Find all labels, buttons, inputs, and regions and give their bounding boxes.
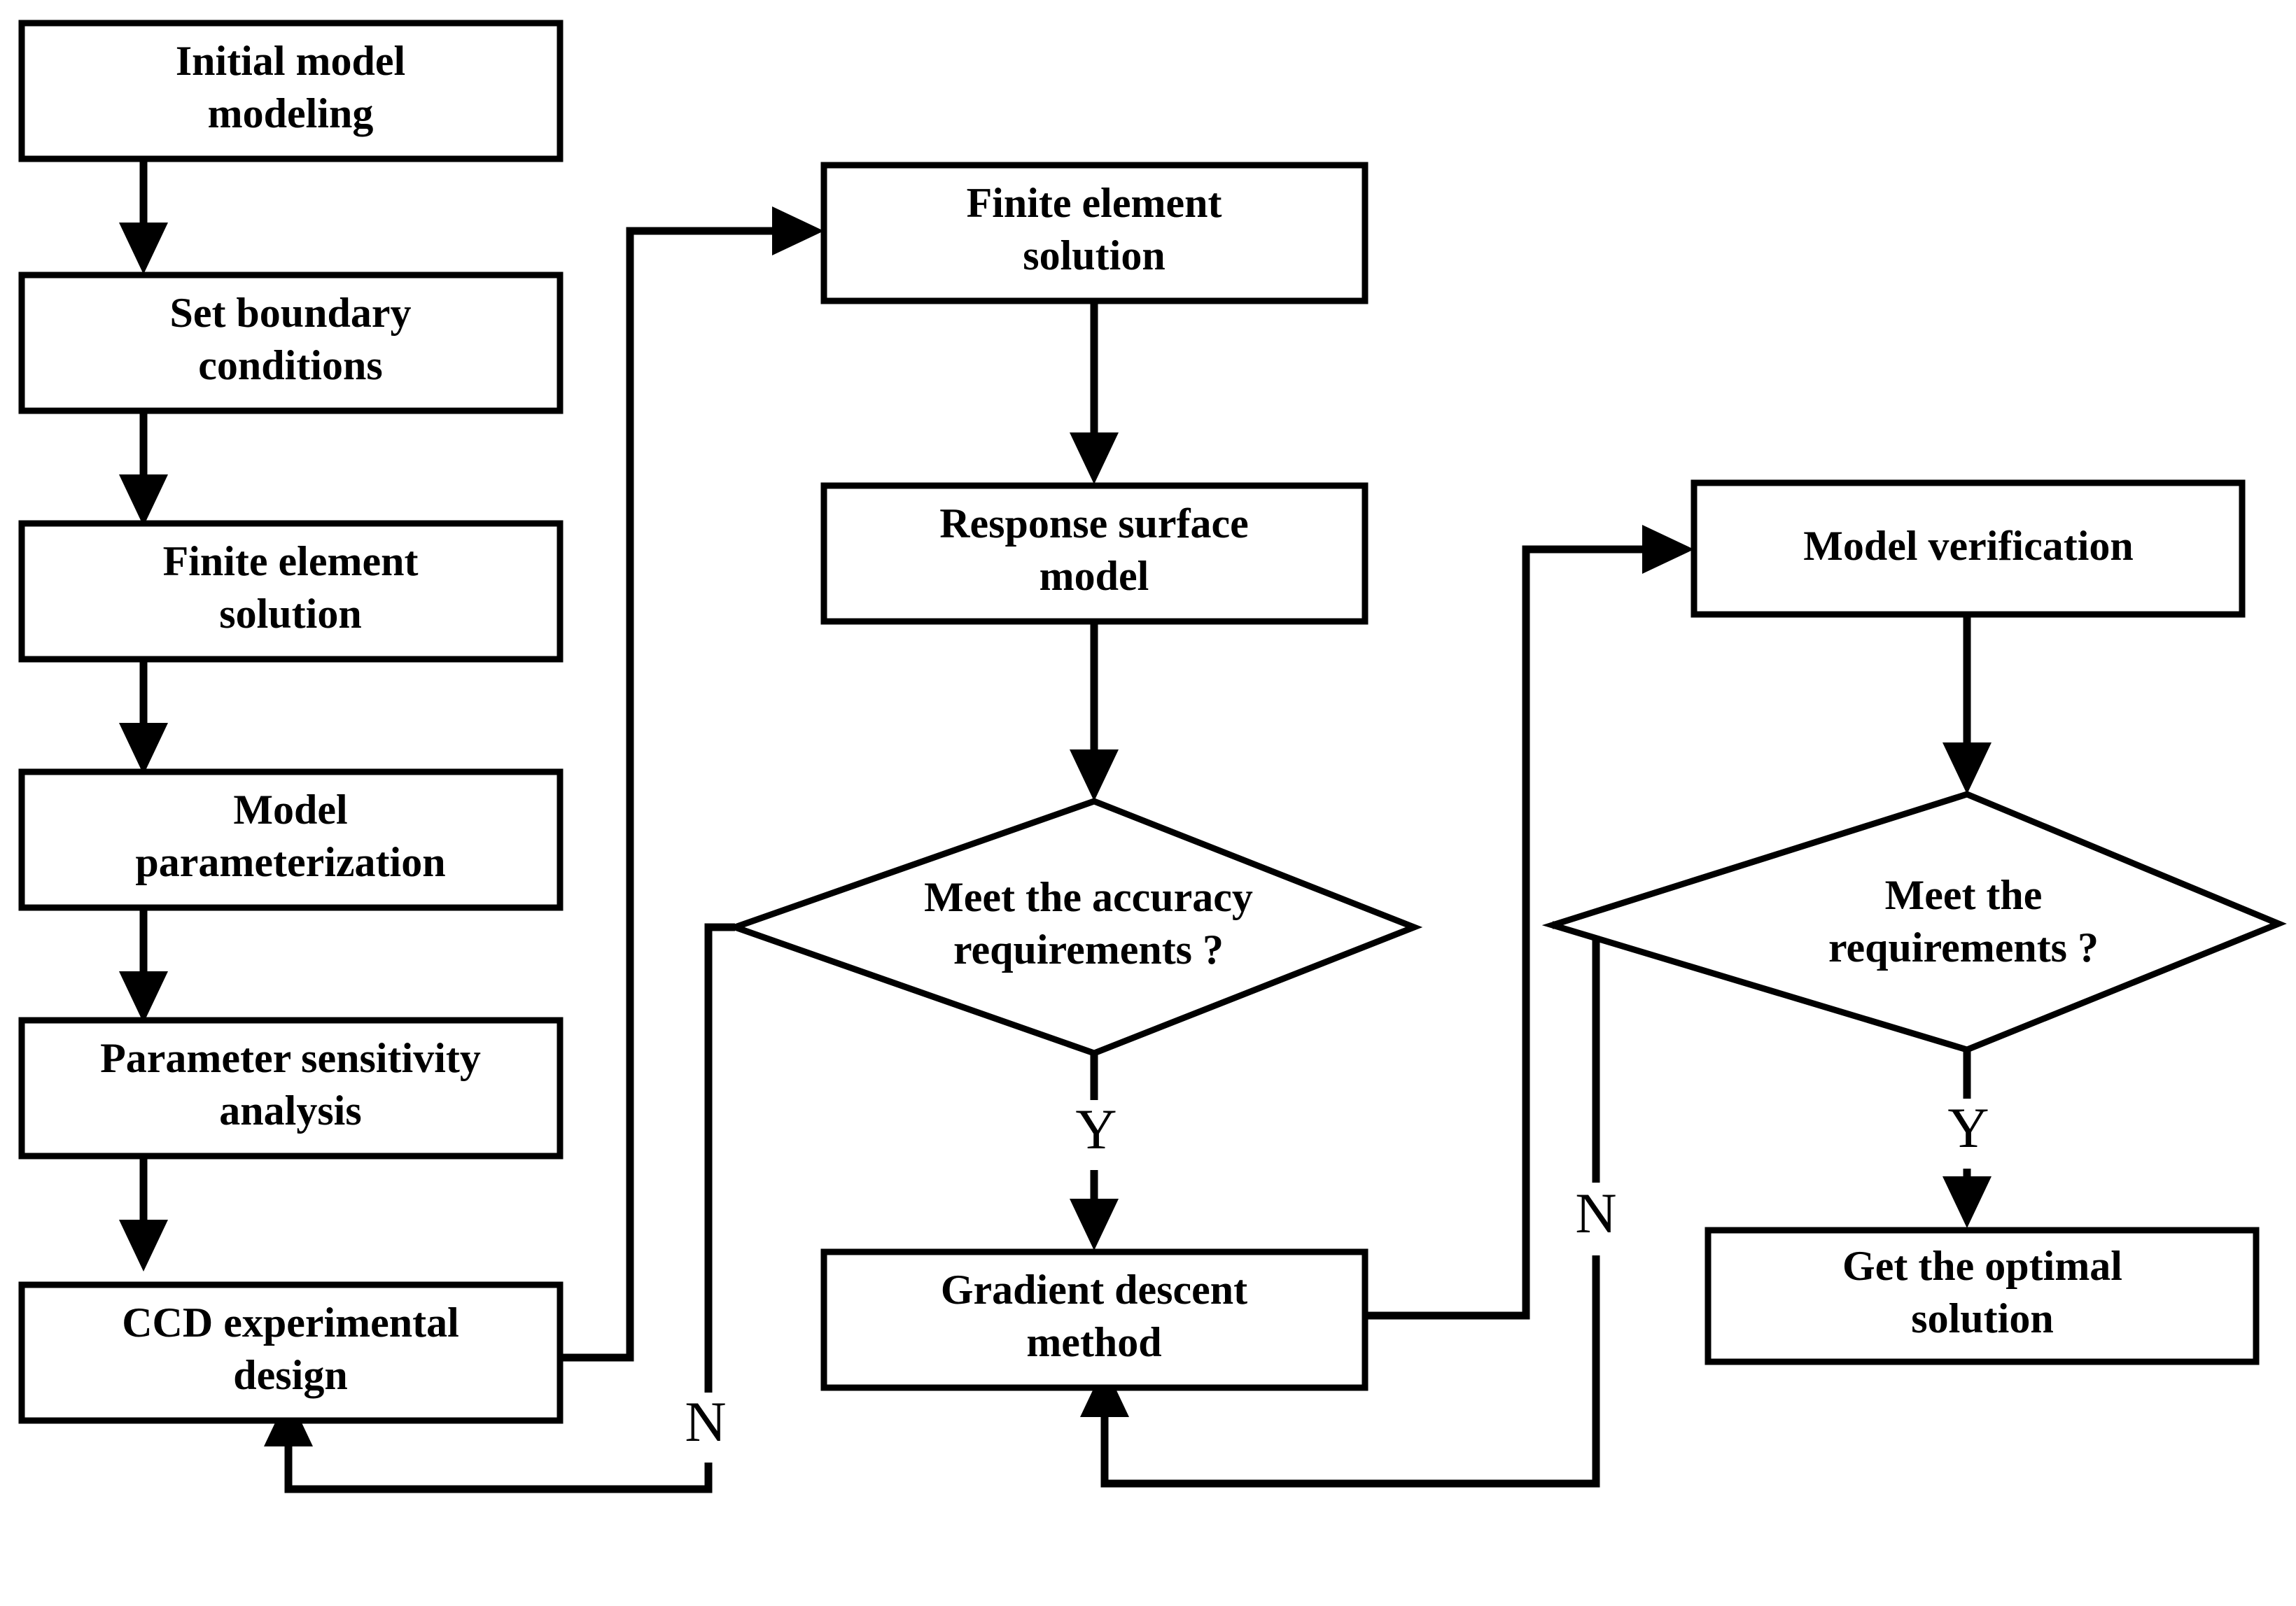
branch-label-requirements-no: N [1575,1181,1616,1245]
node-model-verification[interactable]: Model verification [1690,479,2246,618]
edge-initial-to-boundary [119,159,168,274]
node-label-line: model [1040,553,1149,599]
node-label-line: Model verification [1803,523,2134,569]
node-label-line: Meet the [1885,872,2043,918]
node-label-line: requirements ? [1828,924,2099,971]
node-label-line: Parameter sensitivity [100,1035,481,1081]
node-response-surface-model[interactable]: Response surface model [820,482,1368,625]
label-mask-requirements-yes [1936,1099,2001,1169]
node-meet-the-requirements[interactable]: Meet the requirements ? [1541,791,2287,1053]
branch-label-accuracy-no: N [685,1390,726,1453]
edge-fe-to-param [119,659,168,775]
edge-rsm-to-accuracy [1070,621,1119,801]
edge-sensitivity-to-ccd [119,1156,168,1272]
node-ccd-experimental-design[interactable]: CCD experimental design [18,1281,564,1424]
node-initial-model-modeling[interactable]: Initial model modeling [18,20,564,162]
node-label-line: Initial model [176,38,405,84]
node-label-line: design [233,1352,347,1398]
node-parameter-sensitivity-analysis[interactable]: Parameter sensitivity analysis [18,1017,564,1160]
edge-ccd-to-fe-mid [560,206,824,1362]
node-label-line: Finite element [967,180,1222,226]
node-gradient-descent-method[interactable]: Gradient descent method [820,1248,1368,1391]
node-label-line: conditions [198,342,382,388]
node-label-line: CCD experimental [122,1299,459,1346]
node-label-line: Model [233,787,347,833]
edge-gradient-to-verification [1365,525,1694,1320]
node-model-parameterization[interactable]: Model parameterization [18,768,564,911]
node-label-line: Finite element [163,538,419,584]
edge-boundary-to-fe [119,411,168,526]
node-label-line: Response surface [939,500,1249,547]
node-label-line: parameterization [135,839,445,885]
branch-label-requirements-yes: Y [1947,1096,1989,1160]
node-label-line: Meet the accuracy [924,874,1253,920]
edge-verification-to-requirements [1942,614,1991,794]
label-mask-accuracy-no [673,1393,738,1463]
node-label-line: solution [1911,1295,2053,1341]
node-label-line: Get the optimal [1842,1243,2122,1289]
edge-param-to-sensitivity [119,908,168,1023]
connector-layer [119,159,1991,1493]
edge-fe-mid-to-rsm [1070,301,1119,484]
label-mask-requirements-no [1562,1183,1630,1255]
node-label-line: modeling [208,90,374,136]
branch-label-accuracy-yes: Y [1075,1097,1116,1161]
label-mask-accuracy-yes [1064,1100,1128,1170]
node-finite-element-solution-mid[interactable]: Finite element solution [820,162,1368,304]
node-meet-the-accuracy-requirements[interactable]: Meet the accuracy requirements ? [725,798,1423,1057]
node-label-line: requirements ? [953,927,1224,973]
node-finite-element-solution-left[interactable]: Finite element solution [18,520,564,663]
node-label-line: Gradient descent [941,1267,1247,1313]
node-label-line: solution [1023,232,1165,279]
node-label-line: solution [219,591,361,637]
node-get-the-optimal-solution[interactable]: Get the optimal solution [1704,1227,2260,1365]
node-label-line: method [1026,1319,1161,1365]
branch-label-layer: N Y N Y [673,1096,2001,1463]
node-set-boundary-conditions[interactable]: Set boundary conditions [18,272,564,414]
node-label-line: analysis [219,1087,361,1134]
node-label-line: Set boundary [169,290,411,336]
